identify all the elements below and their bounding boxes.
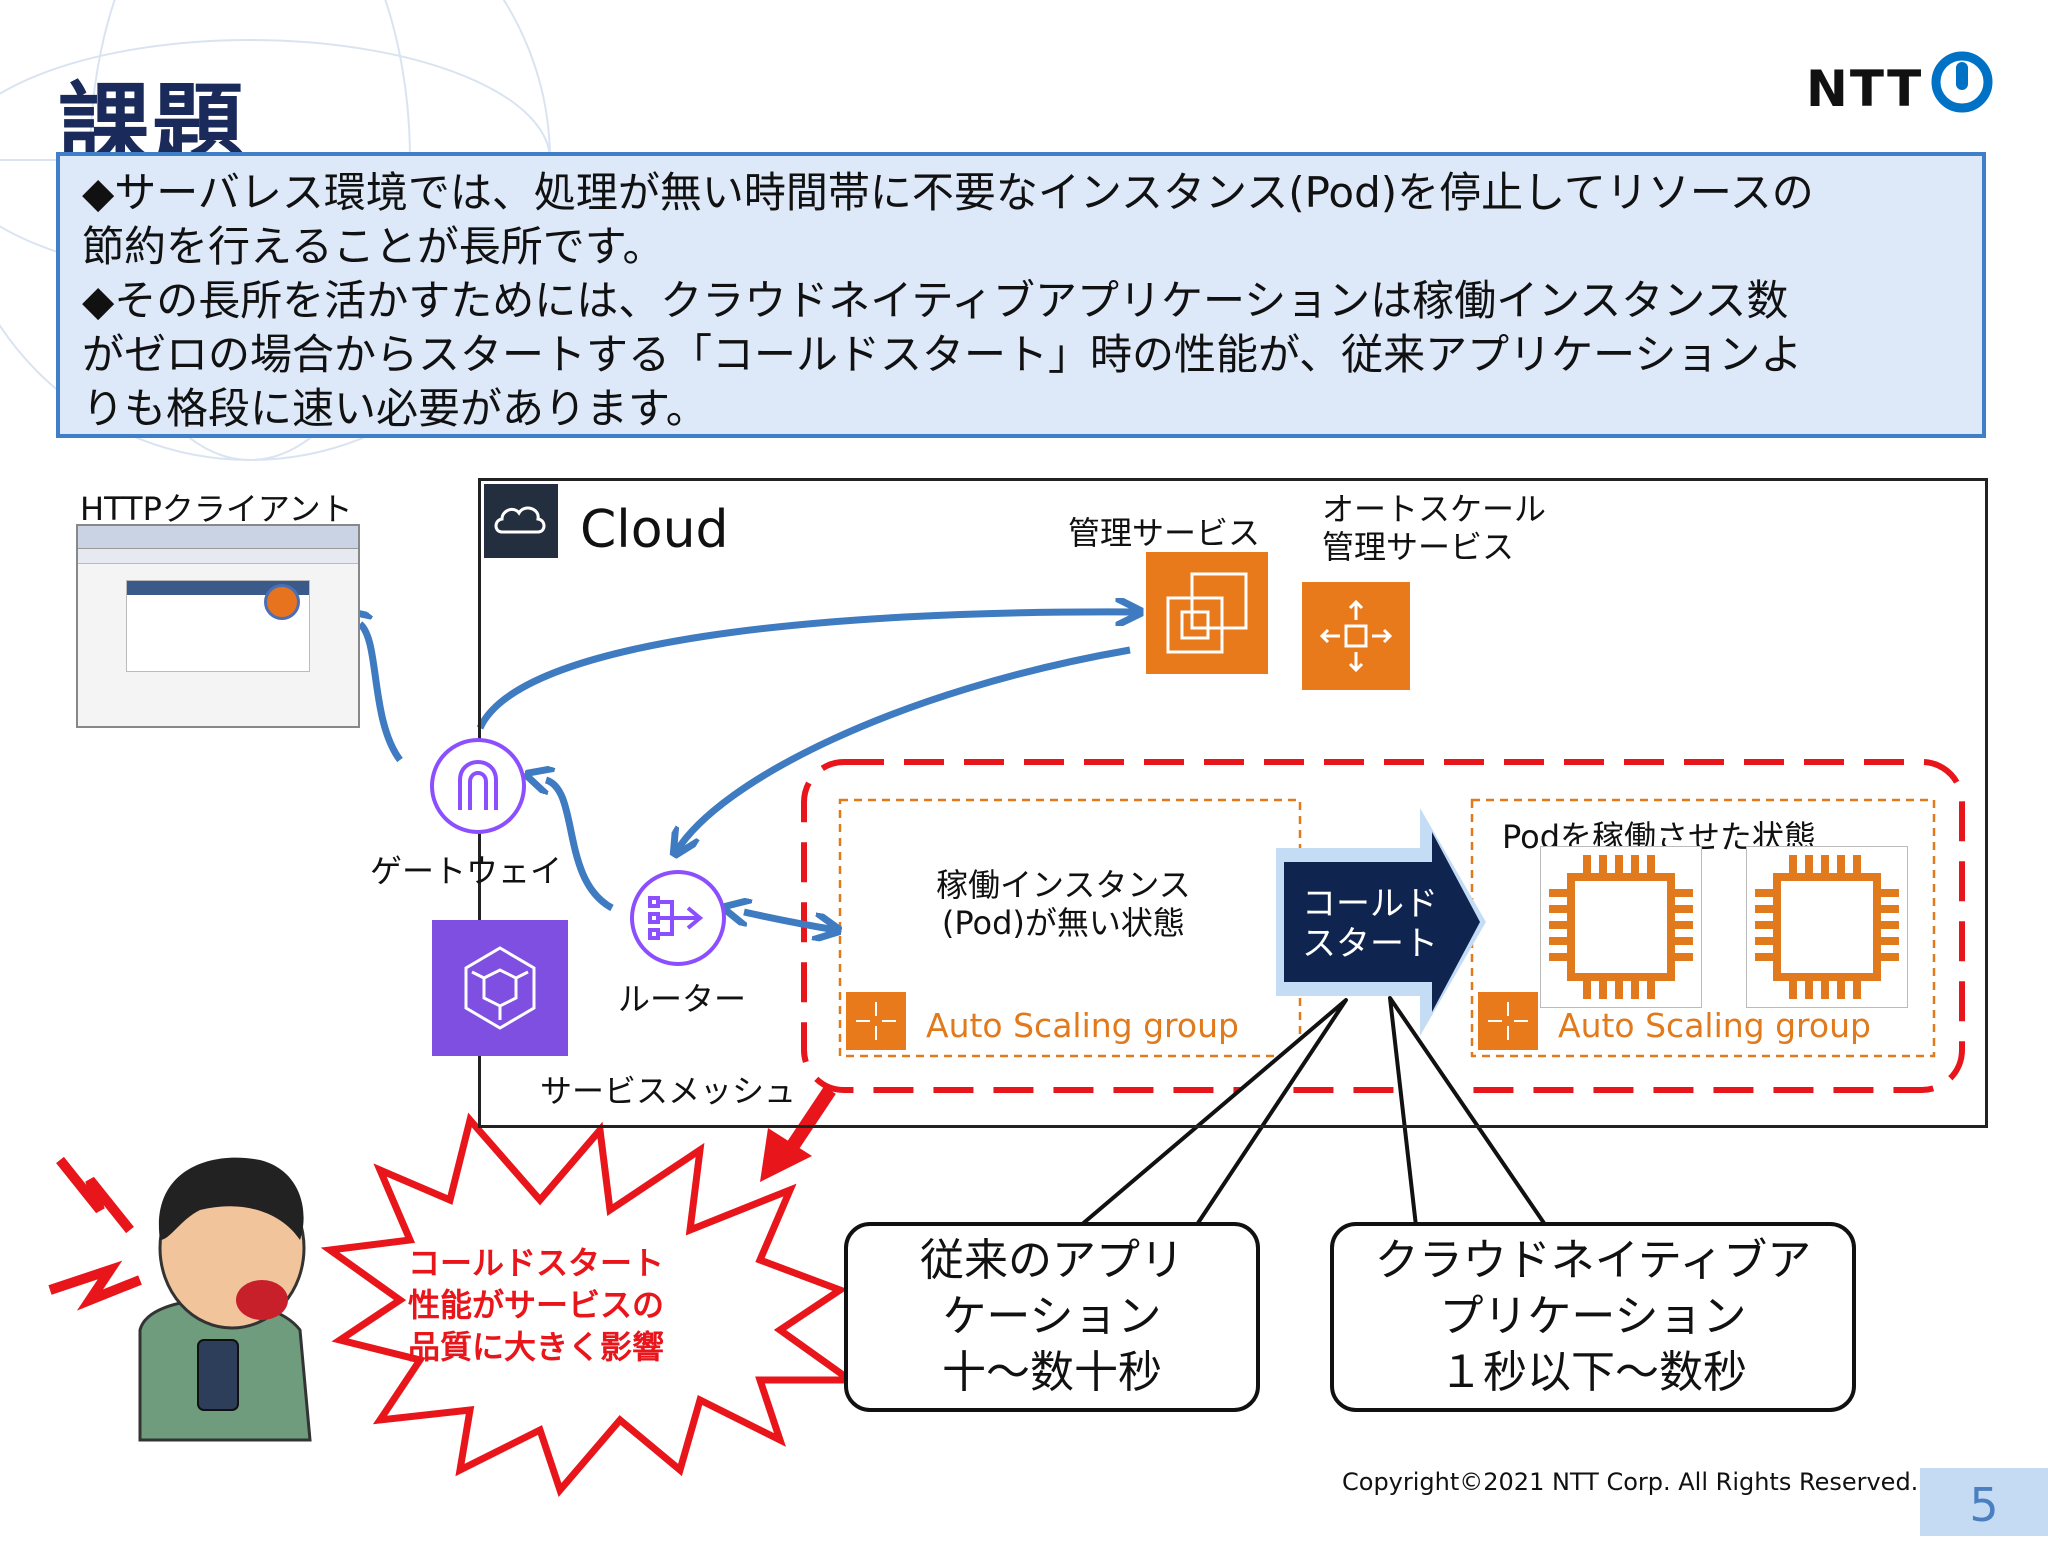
router-label: ルーター <box>618 980 747 1018</box>
cloud-native-bubble-line3: １秒以下～数秒 <box>1439 1347 1747 1398</box>
gateway-label: ゲートウェイ <box>370 852 563 890</box>
summary-textbox: ◆サーバレス環境では、処理が無い時間帯に不要なインスタンス(Pod)を停止してリ… <box>56 152 1986 438</box>
alert-pointer-arrow <box>760 1086 836 1182</box>
legacy-bubble-line1: 従来のアプリ <box>920 1235 1184 1286</box>
asg-right-icon <box>1478 992 1538 1050</box>
burst-line1: コールドスタート <box>407 1244 664 1282</box>
legacy-bubble-line2: ケーション <box>942 1291 1162 1342</box>
service-mesh-label: サービスメッシュ <box>540 1072 797 1110</box>
autoscale-service-label: オートスケール 管理サービス <box>1322 490 1546 566</box>
alert-burst-text: コールドスタート 性能がサービスの 品質に大きく影響 <box>366 1242 706 1368</box>
person-icon <box>48 1156 312 1442</box>
cold-start-label: コールド スタート <box>1302 884 1438 964</box>
burst-line3: 品質に大きく影響 <box>407 1328 664 1366</box>
http-client-label: HTTPクライアント <box>80 490 353 528</box>
browser-screenshot-icon <box>76 524 360 728</box>
app-mesh-icon <box>432 920 568 1056</box>
legacy-app-bubble: 従来のアプリ ケーション 十～数十秒 <box>844 1222 1260 1412</box>
cloud-icon <box>484 484 558 558</box>
bullet1-line2: 節約を行えることが長所です。 <box>82 222 665 271</box>
no-instance-label: 稼働インスタンス (Pod)が無い状態 <box>936 866 1191 942</box>
cloud-native-bubble-line1: クラウドネイティブア <box>1374 1235 1812 1286</box>
chip-icon <box>1746 846 1908 1008</box>
cold-start-arrow-shape <box>1276 808 1486 1036</box>
cloud-label: Cloud <box>580 500 729 560</box>
cloud-native-bubble-line2: プリケーション <box>1439 1291 1747 1342</box>
connector-arrows <box>360 612 1138 930</box>
bullet2-line2: がゼロの場合からスタートする「コールドスタート」時の性能が、従来アプリケーション… <box>82 330 1803 379</box>
api-gateway-icon <box>428 736 528 836</box>
bullet2-line1: ◆その長所を活かすためには、クラウドネイティブアプリケーションは稼働インスタンス… <box>82 276 1789 325</box>
ntt-logo-icon <box>1931 51 1993 113</box>
asg-right-label: Auto Scaling group <box>1558 1006 1871 1045</box>
bubble-tails <box>1078 996 1548 1228</box>
page-number: 5 <box>1920 1468 2048 1536</box>
asg-left-label: Auto Scaling group <box>926 1006 1239 1045</box>
no-instance-line2: (Pod)が無い状態 <box>941 904 1185 942</box>
autoscale-label-line2: 管理サービス <box>1322 528 1515 566</box>
cold-start-line1: コールド <box>1302 884 1438 924</box>
bullet2-line3: りも格段に速い必要があります。 <box>82 384 708 433</box>
burst-line2: 性能がサービスの <box>407 1286 664 1324</box>
copyright: Copyright©2021 NTT Corp. All Rights Rese… <box>1342 1468 1919 1496</box>
ec2-instances-icon <box>1146 552 1268 674</box>
legacy-bubble-line3: 十～数十秒 <box>942 1347 1162 1398</box>
no-instance-line1: 稼働インスタンス <box>936 866 1191 904</box>
management-service-label: 管理サービス <box>1068 514 1261 552</box>
cloud-native-bubble: クラウドネイティブア プリケーション １秒以下～数秒 <box>1330 1222 1856 1412</box>
cold-start-line2: スタート <box>1302 924 1438 964</box>
bullet1-line1: ◆サーバレス環境では、処理が無い時間帯に不要なインスタンス(Pod)を停止してリ… <box>82 168 1814 217</box>
alert-burst-shape <box>320 1112 861 1497</box>
asg-left-icon <box>846 992 906 1050</box>
autoscale-label-line1: オートスケール <box>1322 490 1547 528</box>
router-icon <box>628 868 728 968</box>
chip-icon <box>1540 846 1702 1008</box>
ntt-logo-text: NTT <box>1806 60 1924 118</box>
auto-scaling-icon <box>1302 582 1410 690</box>
